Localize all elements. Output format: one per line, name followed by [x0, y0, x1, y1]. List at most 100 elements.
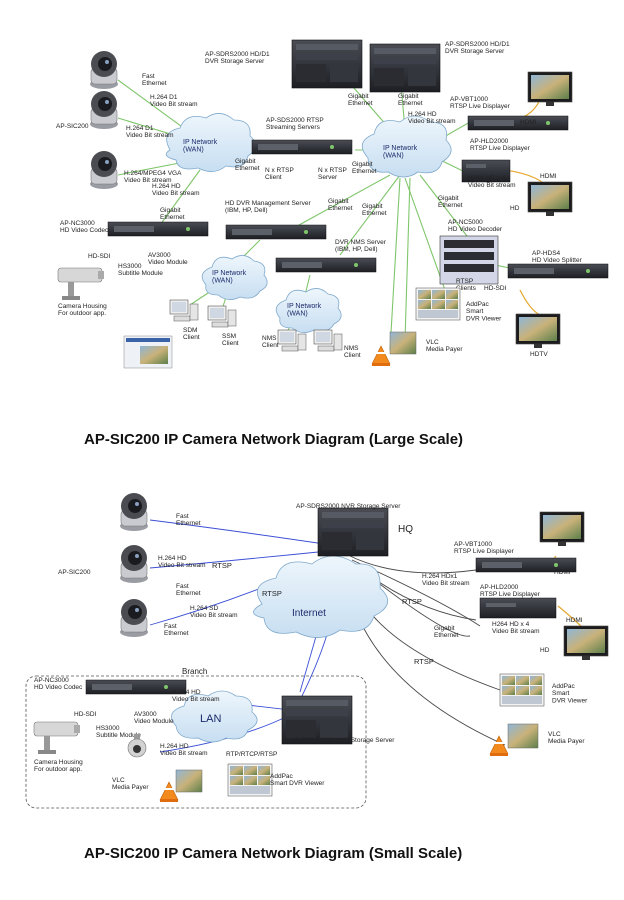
- hq-label: HQ: [398, 524, 413, 535]
- branch-label: Branch: [182, 667, 207, 676]
- ip-camera: [119, 492, 149, 532]
- rtsp-streaming-server: [251, 139, 353, 155]
- nms-client-pc: [313, 329, 343, 352]
- internet-cloud: Internet: [253, 555, 388, 638]
- ssm-client-pc: [207, 305, 237, 328]
- nvr-storage-server: [317, 507, 389, 557]
- server-label: HD DVR Management Server(IBM, HP, Dell): [225, 200, 311, 214]
- diagram-large-scale: IP Network(WAN) IP Network(WAN) IP Netwo…: [56, 39, 609, 369]
- dome-camera: [127, 734, 147, 758]
- protocol-label: RTSP: [212, 561, 232, 570]
- dvr-storage-server: [291, 39, 363, 89]
- dvr-nms-server: [275, 257, 377, 273]
- ip-network-cloud: IP Network(WAN): [275, 288, 342, 333]
- dvr-storage-server: [369, 43, 441, 93]
- protocol-label: RTSP: [402, 597, 422, 606]
- vlc-screenshot: [175, 769, 203, 793]
- vlc-icon: [371, 345, 391, 367]
- rtsp-live-displayer: [479, 597, 557, 619]
- dvr-management-server: [225, 224, 327, 240]
- hd-video-decoder: [439, 235, 499, 285]
- cloud-label: IP Network(WAN): [183, 139, 218, 154]
- ip-camera: [89, 50, 119, 90]
- smart-dvr-viewer: [227, 763, 273, 797]
- protocol-label: RTP/RTCP/RTSP: [226, 751, 277, 758]
- camera-housing: [33, 721, 81, 755]
- ip-network-cloud: IP Network(WAN): [361, 115, 452, 178]
- nms-client-pc: [277, 329, 307, 352]
- rtsp-live-displayer: [461, 159, 511, 183]
- lan-cloud: LAN: [171, 690, 258, 743]
- cloud-label: IP Network(WAN): [287, 303, 322, 318]
- camera-housing: [57, 267, 105, 301]
- hdmi-label: HDMI: [566, 617, 583, 624]
- hd-monitor: [527, 181, 573, 217]
- internet-label: Internet: [292, 608, 326, 619]
- smart-dvr-viewer: [415, 287, 461, 321]
- smart-dvr-viewer: [499, 673, 545, 707]
- hd-monitor: [527, 71, 573, 107]
- cloud-label: IP Network(WAN): [383, 145, 418, 160]
- vlc-icon: [159, 781, 179, 803]
- camera-model-label: AP-SIC200: [56, 123, 89, 130]
- hd-label: HD: [510, 205, 520, 212]
- branch-boundary: [25, 675, 367, 809]
- camera-model-label: AP-SIC200: [58, 569, 91, 576]
- hdtv: [515, 313, 561, 349]
- ip-camera: [89, 150, 119, 190]
- hd-video-splitter: [507, 263, 609, 279]
- hdmi-label: HDMI: [540, 173, 557, 180]
- hd-label: HD: [540, 647, 550, 654]
- server-label: AP-SDRS2000 NVR Storage Server: [290, 737, 395, 744]
- interface-label: HD-SDI: [88, 253, 111, 260]
- lan-label: LAN: [200, 713, 221, 725]
- sdm-client-pc: [169, 299, 199, 322]
- server-label: AP-SDRS2000 NVR Storage Server: [296, 503, 401, 510]
- hd-video-codec: [107, 221, 209, 237]
- ip-network-cloud: IP Network(WAN): [201, 255, 268, 300]
